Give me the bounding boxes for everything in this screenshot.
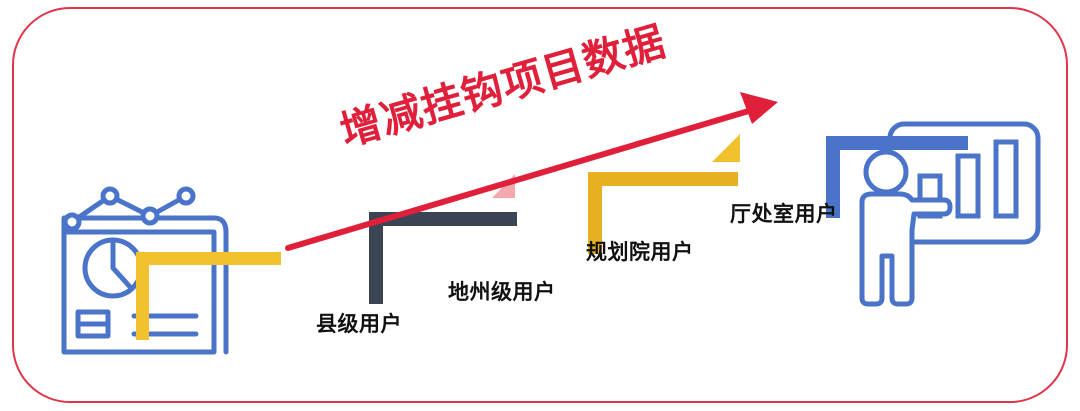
prefecture-user-label: 地州级用户 xyxy=(448,280,556,304)
left-step-bar xyxy=(136,252,281,340)
yellow-triangle xyxy=(712,134,740,162)
department-user-label: 厅处室用户 xyxy=(730,202,838,226)
growth-arrow xyxy=(285,92,778,251)
planning-institute-user-label: 规划院用户 xyxy=(586,240,694,264)
rounded-frame xyxy=(12,7,1068,403)
planning-step xyxy=(588,172,738,254)
county-user-label: 县级用户 xyxy=(316,312,402,336)
presenter-chart-icon xyxy=(826,121,1041,307)
